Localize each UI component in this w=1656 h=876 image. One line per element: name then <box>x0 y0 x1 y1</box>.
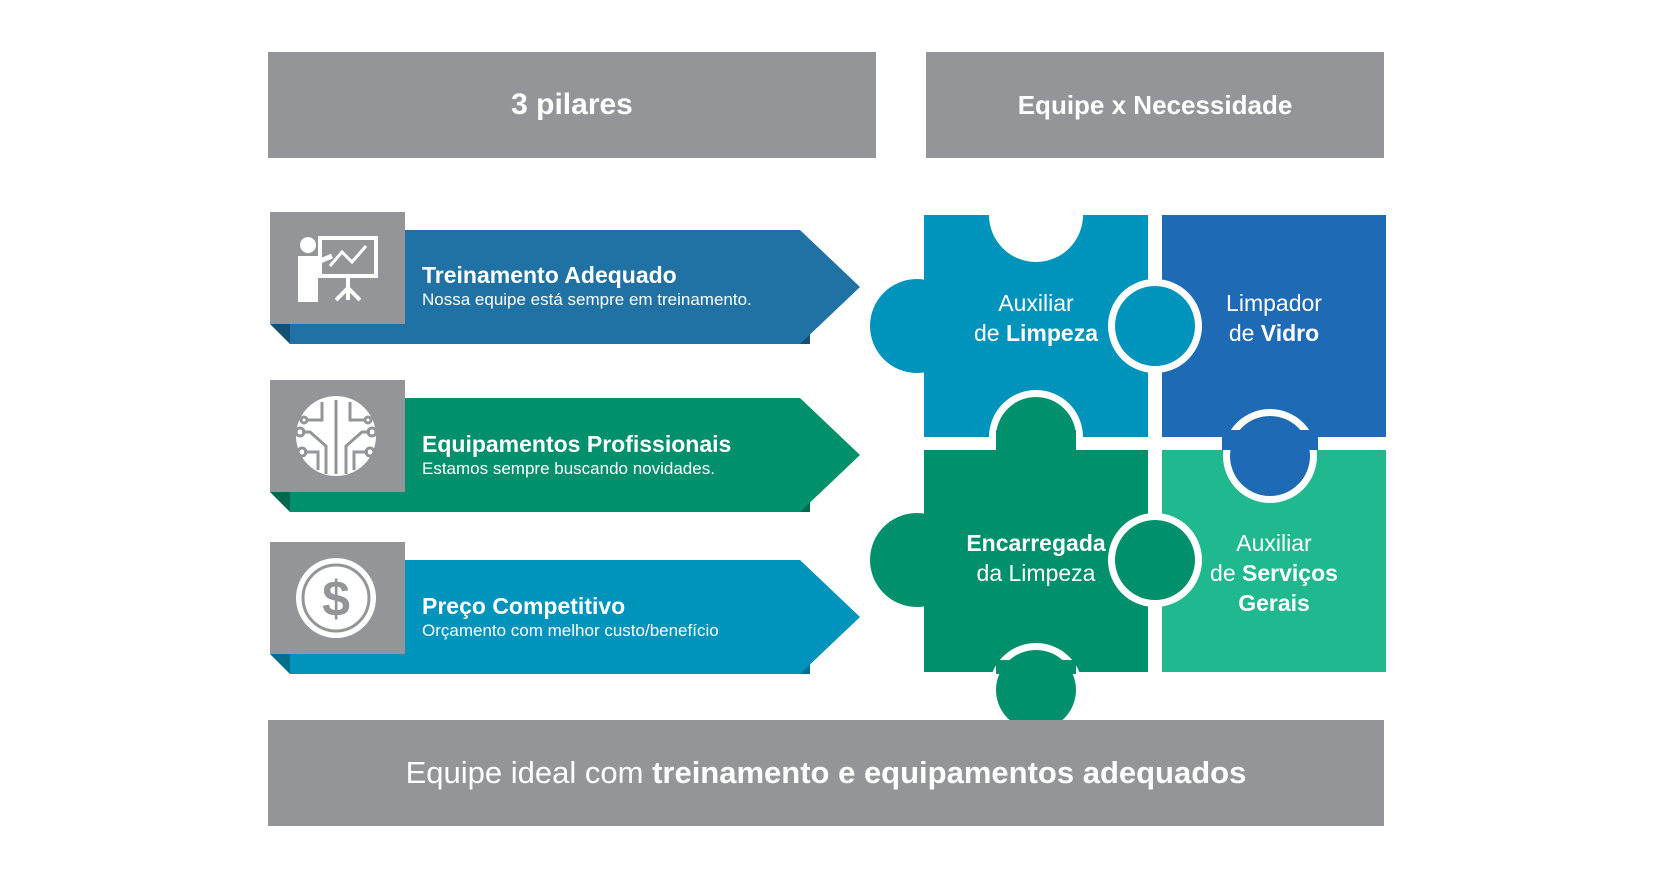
pillar-training-text: Treinamento Adequado Nossa equipe está s… <box>422 261 752 311</box>
puzzle-label-line: de Limpeza <box>973 320 1098 346</box>
pillar-training-arrow <box>290 230 860 344</box>
pillar-equipment-text: Equipamentos Profissionais Estamos sempr… <box>422 430 731 480</box>
puzzle-label-general-services: Auxiliar de Serviços Gerais <box>1164 528 1384 618</box>
pillar-training-title: Treinamento Adequado <box>422 262 677 288</box>
footer-text: Equipe ideal com treinamento e equipamen… <box>405 755 1247 790</box>
pillars-header-title: 3 pilares <box>511 88 633 121</box>
pillar-training-description: Nossa equipe está sempre em treinamento. <box>422 290 752 309</box>
puzzle-label-line: de Serviços <box>1210 560 1338 586</box>
puzzle-label-line: Encarregada <box>966 530 1106 556</box>
pillar-price-arrow <box>290 560 860 674</box>
presentation-chart-icon <box>298 236 378 302</box>
pillars-header: 3 pilares <box>268 52 876 158</box>
puzzle-piece-supervisor <box>870 390 1202 737</box>
pillar-equipment-title: Equipamentos Profissionais <box>422 431 732 457</box>
pillar-price-text: Preço Competitivo Orçamento com melhor c… <box>422 592 719 642</box>
dollar-coin-icon: $ <box>296 558 376 638</box>
pillar-price-title: Preço Competitivo <box>422 593 626 619</box>
pillar-equipment-description: Estamos sempre buscando novidades. <box>422 459 715 478</box>
puzzle-piece-cleaning-assistant <box>870 168 1202 437</box>
puzzle-label-supervisor: Encarregada da Limpeza <box>926 528 1146 588</box>
pillar-training-icon-box <box>270 212 405 324</box>
puzzle-label-window-cleaner: Limpador de Vidro <box>1164 288 1384 348</box>
puzzle-label-cleaning-assistant: Auxiliar de Limpeza <box>926 288 1146 348</box>
puzzle-label-line: Limpador <box>1226 290 1322 316</box>
pillar-equipment-arrow <box>290 398 860 512</box>
footer-banner: Equipe ideal com treinamento e equipamen… <box>268 720 1384 826</box>
puzzle-label-line: Gerais <box>1238 590 1310 616</box>
pillar-equipment <box>270 380 860 512</box>
pillar-price-description: Orçamento com melhor custo/benefício <box>422 621 719 640</box>
pillar-price: $ <box>270 542 860 674</box>
puzzle-label-line: de Vidro <box>1228 320 1320 346</box>
puzzle-label-line: Auxiliar <box>1236 530 1312 556</box>
pillar-training <box>270 212 860 344</box>
svg-text:$: $ <box>322 571 350 627</box>
team-header: Equipe x Necessidade <box>926 52 1384 158</box>
circuit-icon <box>294 396 378 476</box>
team-header-title: Equipe x Necessidade <box>1017 89 1293 120</box>
puzzle-label-line: da Limpeza <box>976 560 1096 586</box>
puzzle-label-line: Auxiliar <box>998 290 1074 316</box>
